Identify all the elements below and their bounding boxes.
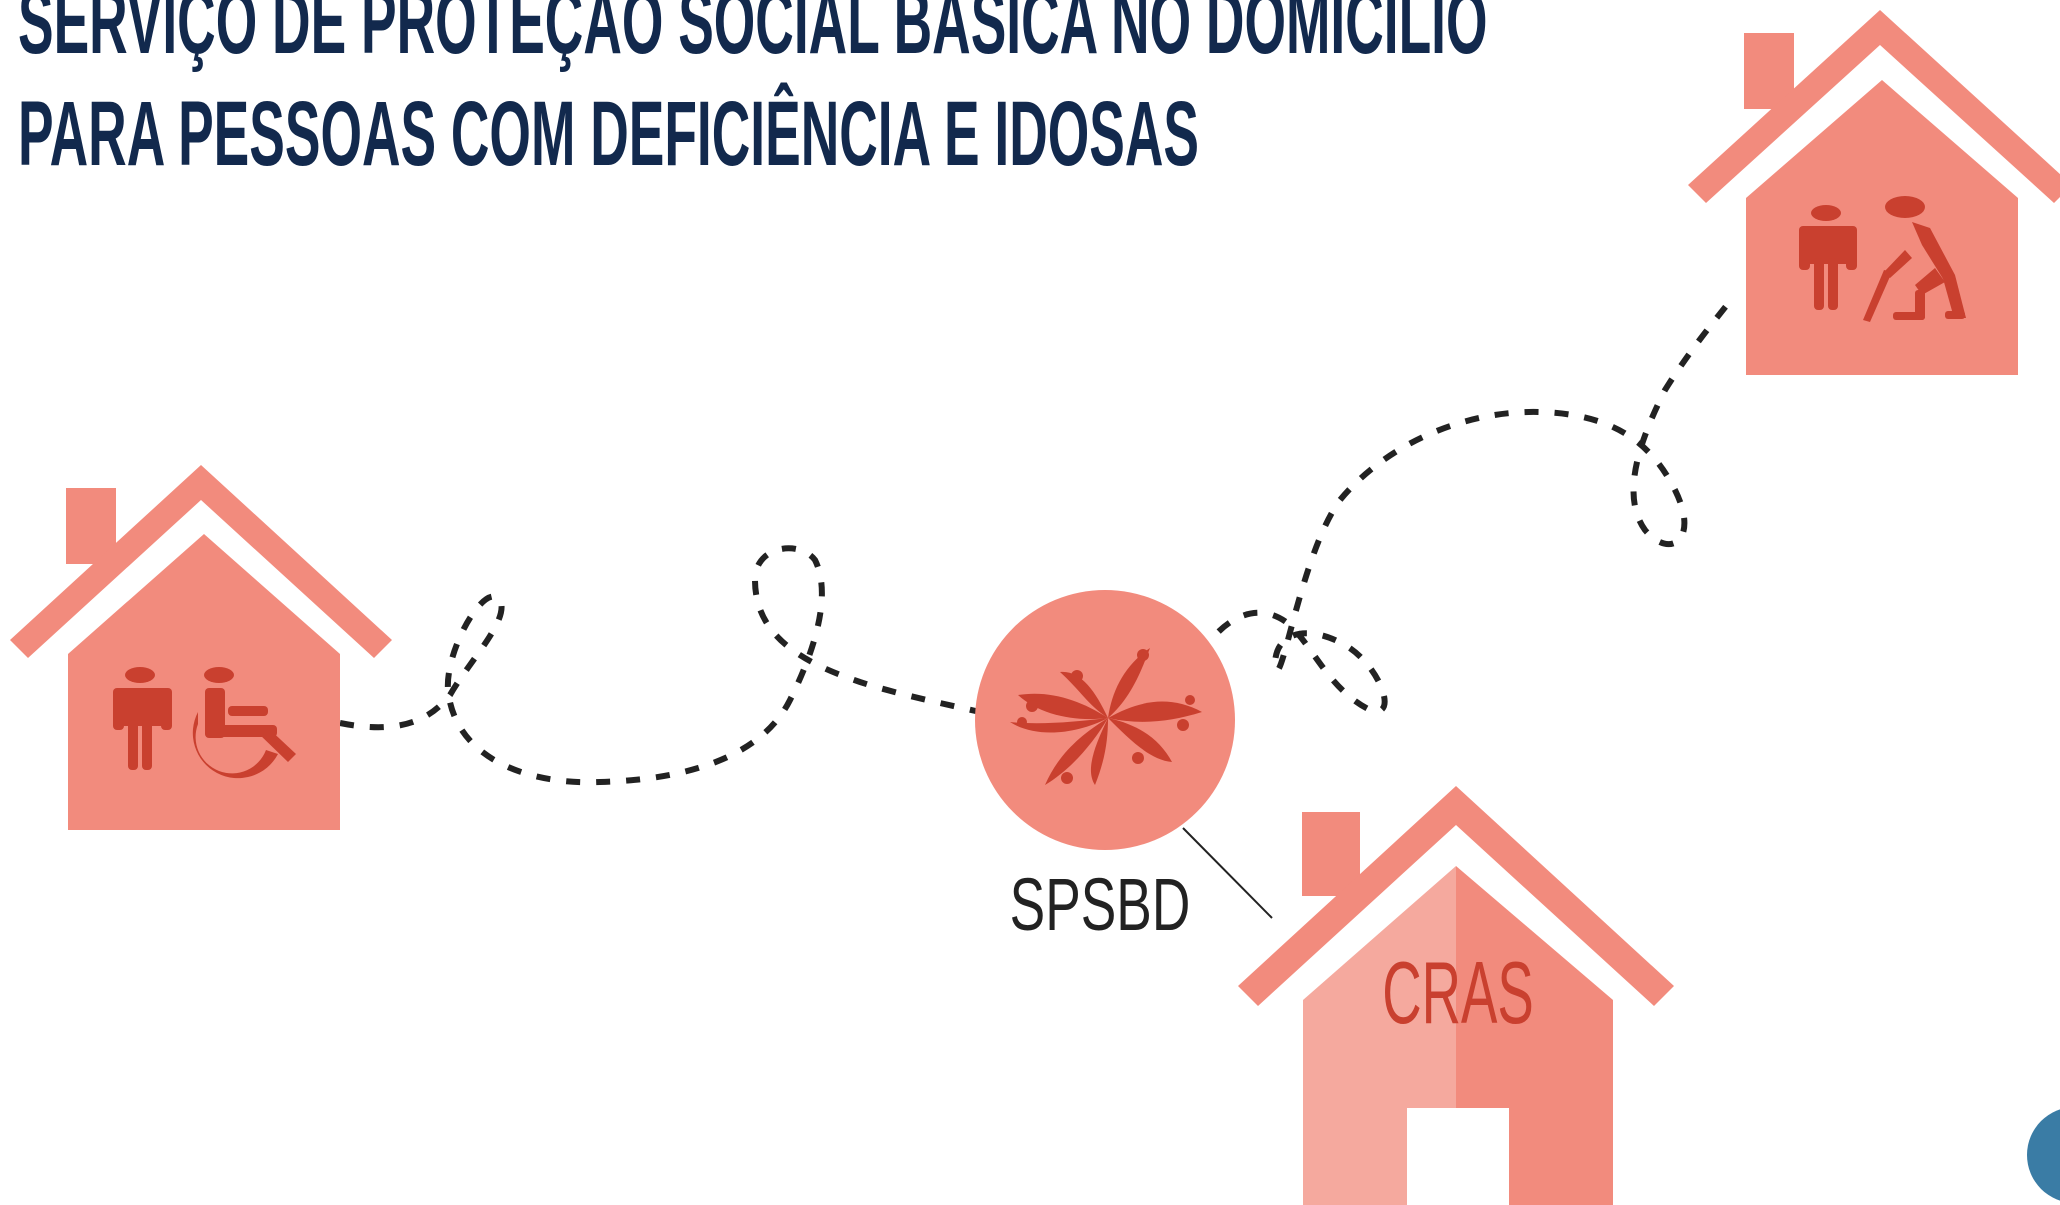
butterfly-people-icon: [1010, 648, 1202, 785]
hub-label: SPSBD: [1010, 863, 1191, 946]
title-line-2: PARA PESSOAS COM DEFICIÊNCIA E IDOSAS: [18, 83, 1199, 185]
cras-label: CRAS: [1382, 944, 1534, 1043]
hub-to-cras-line: [1182, 827, 1273, 919]
person-and-wheelchair-user-icon: [113, 667, 296, 779]
cras-building: [1238, 786, 1674, 1205]
home-disability: [10, 465, 392, 830]
hub-node: [975, 590, 1235, 850]
home-elderly: [1688, 10, 2060, 375]
corner-dot: [2027, 1109, 2060, 1201]
connection-paths: [339, 293, 1738, 786]
roof: [1688, 10, 2060, 203]
chimney: [1302, 812, 1360, 896]
door: [1407, 1108, 1509, 1205]
page-title: SERVIÇO DE PROTEÇÃO SOCIAL BÁSICA NO DOM…: [18, 0, 1488, 190]
title-line-1: SERVIÇO DE PROTEÇÃO SOCIAL BÁSICA NO DOM…: [18, 0, 1488, 73]
roof: [1238, 786, 1674, 1006]
roof: [10, 465, 392, 658]
person-and-elderly-with-cane-icon: [1799, 196, 1966, 322]
path-hub-to-elderly-home: [1197, 293, 1738, 715]
path-home-to-hub: [339, 545, 981, 786]
